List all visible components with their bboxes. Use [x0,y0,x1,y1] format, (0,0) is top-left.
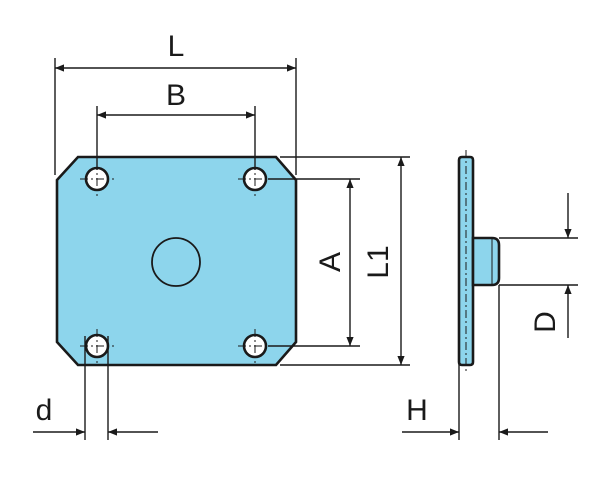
dimension-A: A [268,178,360,347]
plate-side-view [457,150,501,372]
plate-front-view [55,155,298,367]
label-H: H [406,394,428,427]
center-boss [151,237,201,287]
label-L1: L1 [362,245,395,278]
label-L: L [168,30,185,63]
dimension-L1: L1 [280,156,410,366]
dimension-d: d [33,336,158,440]
label-d: d [36,394,53,427]
dimension-L: L [54,30,297,175]
side-plate [457,155,475,367]
label-A: A [314,252,347,272]
label-D: D [529,311,562,333]
side-boss [471,236,501,287]
label-B: B [166,79,186,112]
dimension-H: H [402,285,548,440]
dimension-D: D [499,193,578,338]
dimension-B: B [96,79,256,170]
plate-body [55,155,298,367]
